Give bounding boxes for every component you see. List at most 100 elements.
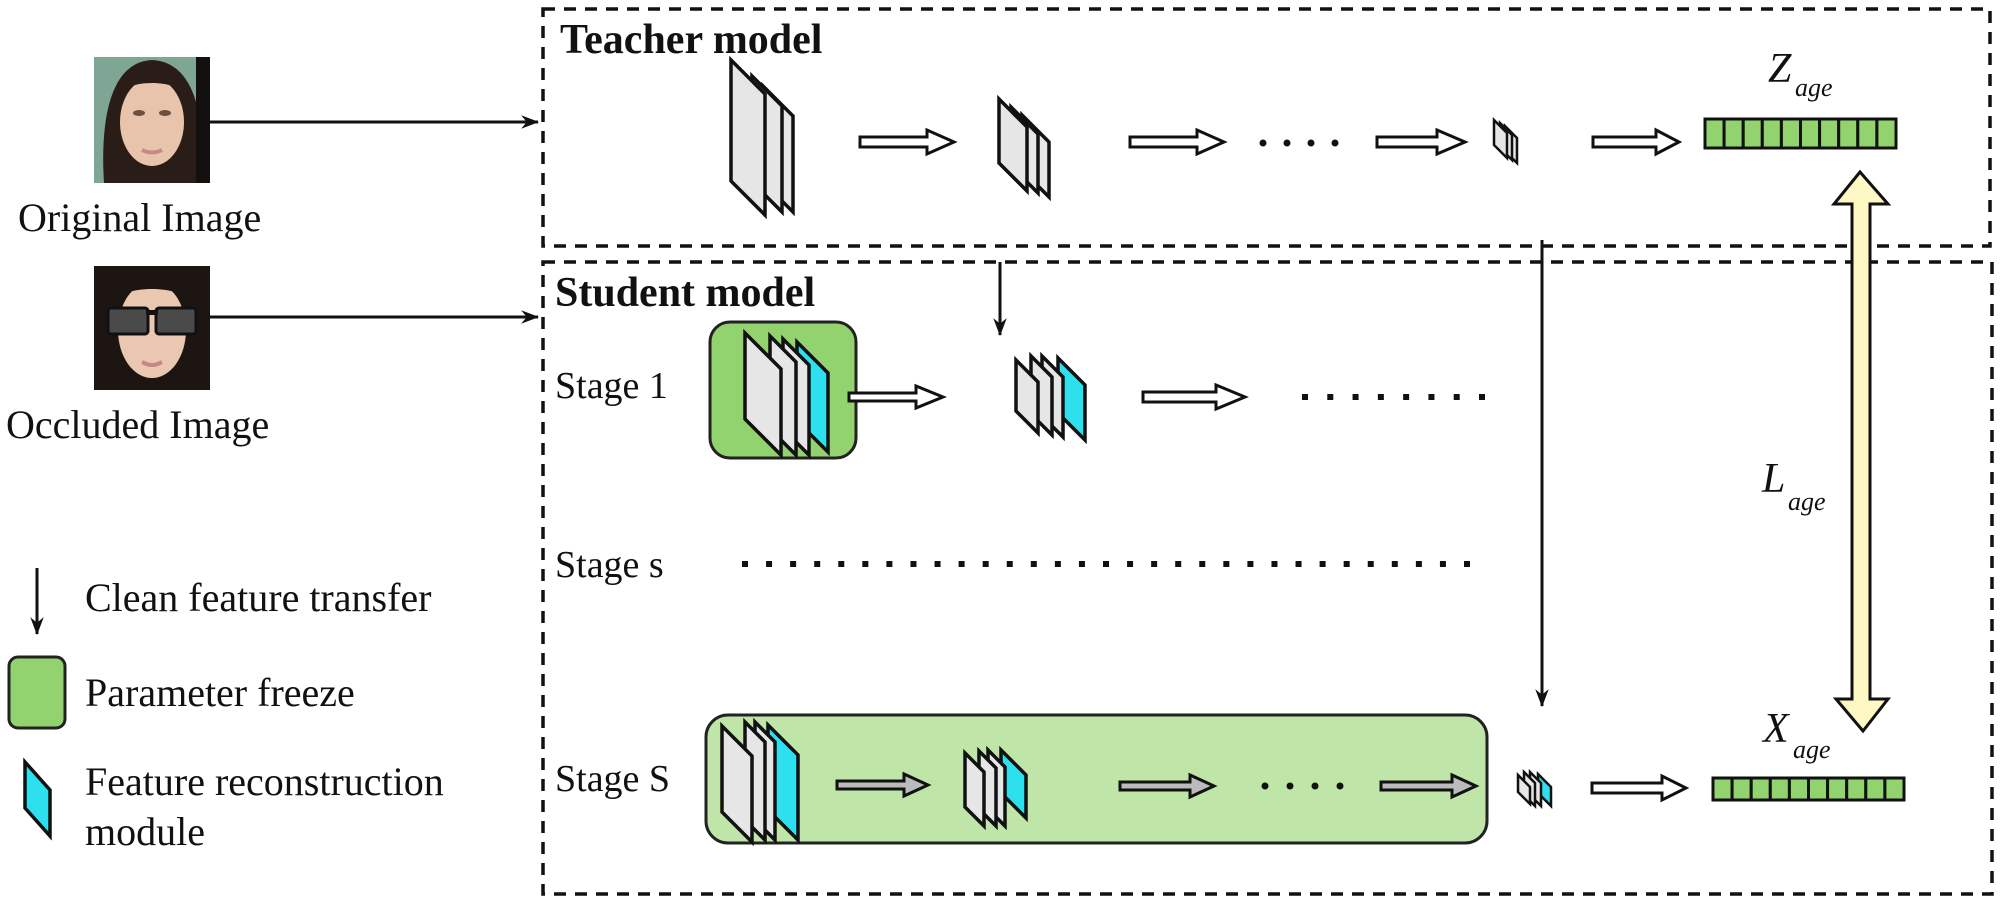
- vector-cell: [1760, 117, 1783, 150]
- ellipsis-dot: [790, 561, 797, 567]
- loss-label: L age: [1761, 456, 1826, 516]
- ellipsis-dot: [1175, 561, 1182, 567]
- ellipsis-dot: [934, 561, 941, 567]
- stage-1-arrow-2: [1141, 382, 1249, 412]
- sunglasses-occlusion: [106, 306, 198, 336]
- ellipsis-dot: [1453, 394, 1460, 400]
- teacher-arrow-2: [1128, 127, 1228, 157]
- legend-label-module: module: [85, 809, 205, 854]
- vector-cell: [1864, 776, 1887, 802]
- student-arrow-final: [1590, 773, 1690, 803]
- ellipsis-dot: [1223, 561, 1230, 567]
- teacher-arrow-4: [1591, 127, 1683, 157]
- legend-label-feature-reconstruction: Feature reconstruction: [85, 759, 444, 804]
- ellipsis-dot: [1295, 561, 1302, 567]
- stage-s-ellipsis: [742, 561, 1470, 567]
- vector-cell: [1722, 117, 1745, 150]
- ellipsis-dot: [1428, 394, 1435, 400]
- student-output-symbol: X: [1761, 706, 1791, 752]
- loss-symbol: L: [1761, 456, 1785, 502]
- teacher-model-title: Teacher model: [560, 17, 822, 63]
- ellipsis-dot: [742, 561, 748, 567]
- vector-cell: [1787, 776, 1811, 802]
- ellipsis-dot: [886, 561, 893, 567]
- ellipsis-dot: [1464, 561, 1470, 567]
- ellipsis-dot: [1391, 561, 1398, 567]
- vector-cell: [1883, 776, 1906, 802]
- ellipsis-dot: [1415, 561, 1422, 567]
- stage-1-arrow-1: [847, 383, 947, 411]
- original-image: [94, 57, 210, 183]
- stage-S-arrow-1: [835, 771, 932, 799]
- stage-S-feature-map-1: [720, 717, 800, 847]
- green-rounded-square-icon: [7, 655, 67, 730]
- ellipsis-dot: [1319, 561, 1326, 567]
- ellipsis-dot: [1403, 394, 1410, 400]
- ellipsis-dot: [1327, 394, 1334, 400]
- student-output-vector: [1711, 776, 1906, 802]
- vector-cell: [1818, 117, 1841, 150]
- ellipsis-dot: [1377, 394, 1384, 400]
- stage-S-freeze-block: [704, 713, 1489, 845]
- loss-subscript: age: [1788, 487, 1826, 516]
- original-image-label: Original Image: [18, 195, 261, 240]
- ellipsis-dot: [766, 561, 773, 567]
- ellipsis-dot: [1151, 561, 1158, 567]
- teacher-ellipsis: [1259, 139, 1339, 147]
- student-feature-map-final: [1516, 768, 1553, 810]
- ellipsis-dot: [958, 561, 965, 567]
- ellipsis-dot: [1271, 561, 1278, 567]
- ellipsis-dot: [910, 561, 917, 567]
- ellipsis-dot: [1078, 561, 1085, 567]
- stage-1-ellipsis: [1302, 394, 1485, 400]
- vector-cell: [1826, 776, 1849, 802]
- teacher-output-vector: [1703, 117, 1898, 150]
- occluded-image-label: Occluded Image: [6, 402, 269, 447]
- teacher-output-subscript: age: [1795, 73, 1833, 102]
- teacher-arrow-3: [1375, 127, 1469, 157]
- vector-cell: [1845, 776, 1868, 802]
- ellipsis-dot: [1479, 394, 1485, 400]
- ellipsis-dot: [862, 561, 869, 567]
- stage-1-label: Stage 1: [555, 365, 668, 407]
- ellipsis-dot: [1103, 561, 1109, 567]
- stage-1-feature-map-1: [743, 328, 830, 460]
- ellipsis-dot: [1343, 561, 1350, 567]
- teacher-feature-map-final: [1492, 116, 1519, 167]
- legend: Clean feature transfer Parameter freeze …: [7, 568, 444, 854]
- vector-cell: [1768, 776, 1791, 802]
- teacher-output-symbol: Z: [1768, 46, 1792, 92]
- ellipsis-dot: [1127, 561, 1134, 567]
- ellipsis-dot: [814, 561, 821, 567]
- vector-cell: [1837, 117, 1860, 150]
- vector-cell: [1741, 117, 1764, 150]
- student-model-box: [541, 260, 1994, 896]
- vector-cell: [1730, 776, 1753, 802]
- vector-cell: [1703, 117, 1726, 150]
- stage-1-feature-map-2: [1014, 351, 1087, 445]
- student-output-label: X age: [1761, 706, 1831, 764]
- legend-label-clean-feature-transfer: Clean feature transfer: [85, 575, 431, 620]
- stage-S-feature-map-2: [963, 745, 1028, 831]
- teacher-feature-map-1: [729, 55, 795, 220]
- age-loss-double-arrow: [1830, 169, 1892, 734]
- teacher-output-label: Z age: [1768, 46, 1833, 102]
- vector-cell: [1749, 776, 1772, 802]
- cyan-parallelogram-icon: [23, 757, 52, 841]
- ellipsis-dot: [1352, 394, 1359, 400]
- student-output-subscript: age: [1793, 735, 1831, 764]
- ellipsis-dot: [1030, 561, 1037, 567]
- stage-S-ellipsis: [1261, 782, 1344, 790]
- stage-S-label: Stage S: [555, 758, 670, 800]
- vector-cell: [1779, 117, 1803, 150]
- vector-cell: [1807, 776, 1830, 802]
- ellipsis-dot: [838, 561, 845, 567]
- teacher-model-box: [541, 7, 1992, 248]
- vector-cell: [1711, 776, 1734, 802]
- ellipsis-dot: [1367, 561, 1374, 567]
- ellipsis-dot: [982, 561, 989, 567]
- legend-label-parameter-freeze: Parameter freeze: [85, 670, 355, 715]
- ellipsis-dot: [1247, 561, 1254, 567]
- vector-cell: [1875, 117, 1898, 150]
